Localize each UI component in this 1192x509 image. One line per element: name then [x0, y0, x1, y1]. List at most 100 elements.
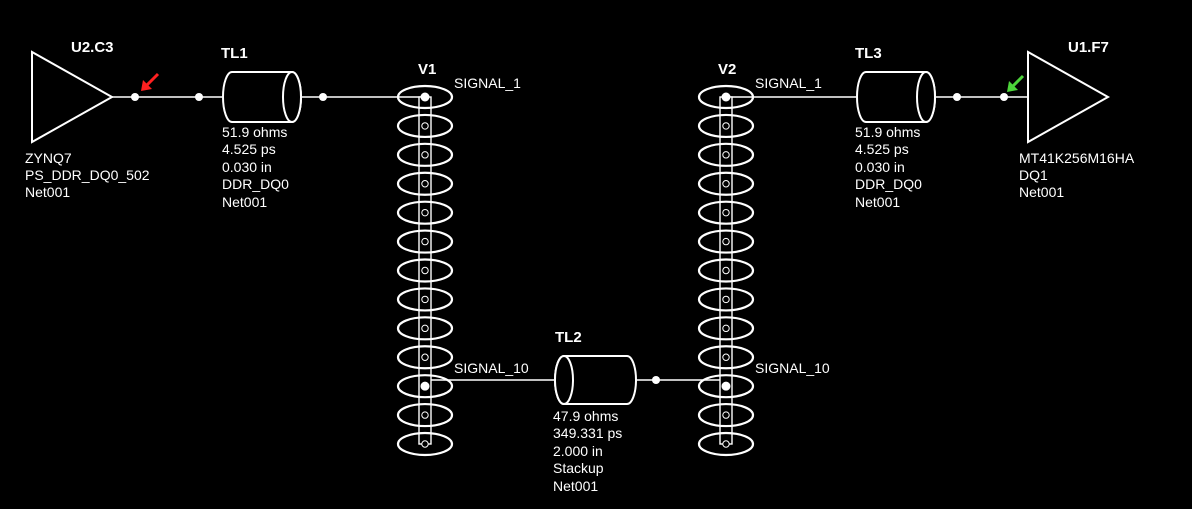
v1-layer-connection-dot — [420, 92, 430, 102]
driver-ref: U2.C3 — [71, 39, 114, 56]
receiver-line-1: MT41K256M16HA — [1019, 150, 1135, 166]
v1-pad-ring — [396, 287, 454, 312]
v2-pad-ring — [697, 142, 755, 167]
v1-pad-dot — [421, 295, 429, 304]
tl1-line-5: Net001 — [222, 194, 267, 210]
tl2-line-1: 47.9 ohms — [553, 408, 618, 424]
v2-layer-connection-dot — [721, 92, 731, 102]
v1-pad-ring — [396, 84, 454, 110]
tl1-line-4: DDR_DQ0 — [222, 176, 289, 192]
v2-pad-ring — [697, 84, 755, 110]
tl2-right-pin-dot — [652, 376, 660, 384]
tl3-right-pin-dot — [953, 93, 961, 101]
v1-via[interactable]: V1 SIGNAL_1 SIGNAL_10 — [396, 61, 529, 457]
receiver-buffer[interactable]: U1.F7 MT41K256M16HA DQ1 Net001 — [1000, 39, 1135, 200]
tl3-ref: TL3 — [855, 45, 882, 62]
v1-pad-ring — [396, 142, 454, 167]
tl2-line-5: Net001 — [553, 478, 598, 494]
v1-pad-ring — [396, 200, 454, 225]
v2-pad-ring — [697, 431, 755, 457]
v2-pad-dot — [722, 266, 730, 275]
tl1-ref: TL1 — [221, 45, 248, 62]
v2-pad-ring — [697, 113, 755, 139]
v2-ref: V2 — [718, 61, 736, 78]
tl2-line-4: Stackup — [553, 460, 604, 476]
red-probe-arrow-icon[interactable] — [141, 72, 160, 91]
tl2-line-3: 2.000 in — [553, 443, 603, 459]
tl1-right-pin-dot — [319, 93, 327, 101]
tl3-line-4: DDR_DQ0 — [855, 176, 922, 192]
tl3-transmission-line[interactable]: TL3 51.9 ohms 4.525 ps 0.030 in DDR_DQ0 … — [855, 45, 961, 210]
tl2-line-2: 349.331 ps — [553, 425, 622, 441]
driver-line-2: PS_DDR_DQ0_502 — [25, 167, 150, 183]
receiver-pin-dot — [1000, 93, 1008, 101]
v1-pad-dot — [421, 266, 429, 275]
v2-pad-dot — [722, 324, 730, 333]
v2-pad-ring — [697, 200, 755, 225]
v1-pad-dot — [421, 411, 429, 419]
v2-pad-ring — [697, 402, 755, 428]
v2-pad-dot — [722, 122, 730, 130]
v1-pad-dot — [421, 180, 429, 188]
v1-pad-dot — [421, 440, 429, 448]
receiver-line-3: Net001 — [1019, 184, 1064, 200]
tl2-ref: TL2 — [555, 329, 582, 346]
tl1-line-3: 0.030 in — [222, 159, 272, 175]
tl3-line-3: 0.030 in — [855, 159, 905, 175]
driver-line-3: Net001 — [25, 184, 70, 200]
tl1-line-1: 51.9 ohms — [222, 124, 287, 140]
v2-pad-dot — [722, 411, 730, 419]
tl1-left-pin-dot — [195, 93, 203, 101]
v2-pad-dot — [722, 440, 730, 448]
v2-pad-dot — [722, 180, 730, 188]
green-probe-arrow-icon[interactable] — [1007, 74, 1025, 92]
v2-pad-dot — [722, 353, 730, 361]
v2-pad-ring — [697, 229, 755, 254]
v2-pad-ring — [697, 287, 755, 312]
v2-pad-dot — [722, 295, 730, 304]
v2-layer-connection-dot — [721, 381, 731, 391]
v2-pad-dot — [722, 208, 730, 217]
v1-top-layer: SIGNAL_1 — [454, 75, 521, 91]
v1-pad-ring — [396, 374, 454, 399]
v1-pad-dot — [421, 208, 429, 217]
v1-layer-connection-dot — [420, 381, 430, 391]
tl3-line-1: 51.9 ohms — [855, 124, 920, 140]
v2-bottom-layer: SIGNAL_10 — [755, 360, 830, 376]
tl2-transmission-line[interactable]: TL2 47.9 ohms 349.331 ps 2.000 in Stacku… — [553, 329, 660, 494]
tl1-line-2: 4.525 ps — [222, 141, 276, 157]
tl3-line-2: 4.525 ps — [855, 141, 909, 157]
driver-pin-dot — [131, 93, 139, 101]
v2-pad-ring — [697, 374, 755, 399]
driver-buffer[interactable]: U2.C3 ZYNQ7 PS_DDR_DQ0_502 Net001 — [25, 39, 203, 200]
v1-pad-ring — [396, 229, 454, 254]
v2-pad-dot — [722, 237, 730, 246]
v2-pad-dot — [722, 151, 730, 159]
v1-pad-ring — [396, 113, 454, 139]
v1-pad-dot — [421, 353, 429, 361]
v2-top-layer: SIGNAL_1 — [755, 75, 822, 91]
v2-pad-ring — [697, 258, 755, 283]
v1-pad-ring — [396, 402, 454, 428]
v1-ref: V1 — [418, 61, 436, 78]
v2-pad-ring — [697, 345, 755, 370]
v1-pad-ring — [396, 345, 454, 370]
v1-pad-ring — [396, 171, 454, 196]
receiver-ref: U1.F7 — [1068, 39, 1109, 56]
v2-pad-ring — [697, 171, 755, 196]
v2-via[interactable]: V2 SIGNAL_1 SIGNAL_10 — [697, 61, 830, 457]
v1-pad-ring — [396, 316, 454, 341]
v1-pad-dot — [421, 237, 429, 246]
driver-line-1: ZYNQ7 — [25, 150, 72, 166]
v1-bottom-layer: SIGNAL_10 — [454, 360, 529, 376]
v2-pad-ring — [697, 316, 755, 341]
v1-pad-ring — [396, 431, 454, 457]
receiver-triangle-icon — [1027, 50, 1111, 144]
receiver-line-2: DQ1 — [1019, 167, 1048, 183]
tl1-transmission-line[interactable]: TL1 51.9 ohms 4.525 ps 0.030 in DDR_DQ0 … — [221, 45, 327, 210]
v1-pad-dot — [421, 151, 429, 159]
tl3-line-5: Net001 — [855, 194, 900, 210]
v1-pad-dot — [421, 122, 429, 130]
v1-pad-ring — [396, 258, 454, 283]
